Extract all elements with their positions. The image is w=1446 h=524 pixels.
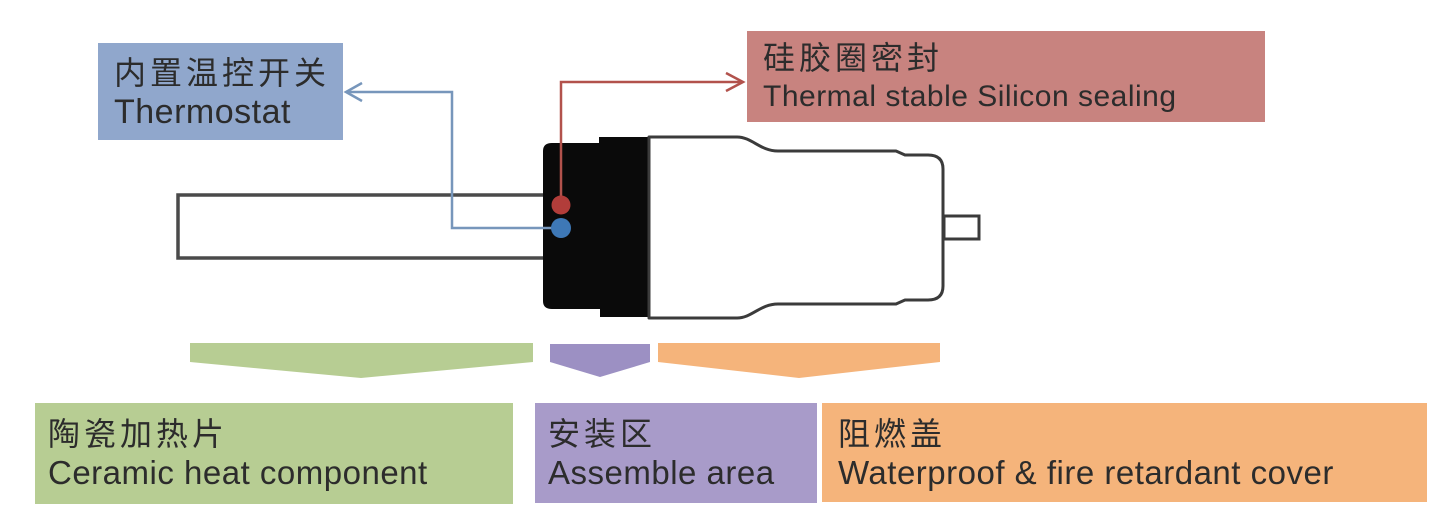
callout-cover: 阻燃盖 Waterproof & fire retardant cover (822, 403, 1427, 502)
heater-rod (176, 193, 552, 260)
thermostat-label-en: Thermostat (114, 93, 291, 131)
callout-sealing: 硅胶圈密封 Thermal stable Silicon sealing (747, 31, 1265, 122)
callout-assemble: 安装区 Assemble area (535, 403, 817, 503)
ceramic-label-zh: 陶瓷加热片 (48, 416, 229, 452)
callout-ceramic: 陶瓷加热片 Ceramic heat component (35, 403, 513, 504)
cover-chevron-icon (658, 343, 940, 378)
assemble-label-zh: 安装区 (548, 416, 657, 452)
assemble-chevron-icon (550, 344, 650, 377)
ceramic-label-en: Ceramic heat component (48, 454, 428, 491)
sealing-label-en: Thermal stable Silicon sealing (763, 80, 1177, 113)
cover-label-en: Waterproof & fire retardant cover (838, 454, 1334, 491)
callout-thermostat: 内置温控开关 Thermostat (98, 43, 343, 140)
sealing-label-zh: 硅胶圈密封 (763, 40, 944, 76)
cover-label-zh: 阻燃盖 (838, 416, 947, 452)
thermostat-label-zh: 内置温控开关 (114, 55, 331, 91)
sealing-leader-line (559, 80, 742, 204)
ceramic-chevron-icon (190, 343, 533, 378)
assemble-block (543, 137, 650, 317)
assemble-label-en: Assemble area (548, 454, 775, 491)
thermostat-leader-line (347, 90, 562, 230)
thermostat-dot-icon (551, 218, 571, 238)
cover-body (647, 135, 945, 320)
cover-pin (942, 214, 981, 241)
sealing-dot-icon (551, 195, 571, 215)
sealing-arrowhead-icon (725, 71, 746, 93)
thermostat-arrowhead-icon (343, 81, 363, 103)
